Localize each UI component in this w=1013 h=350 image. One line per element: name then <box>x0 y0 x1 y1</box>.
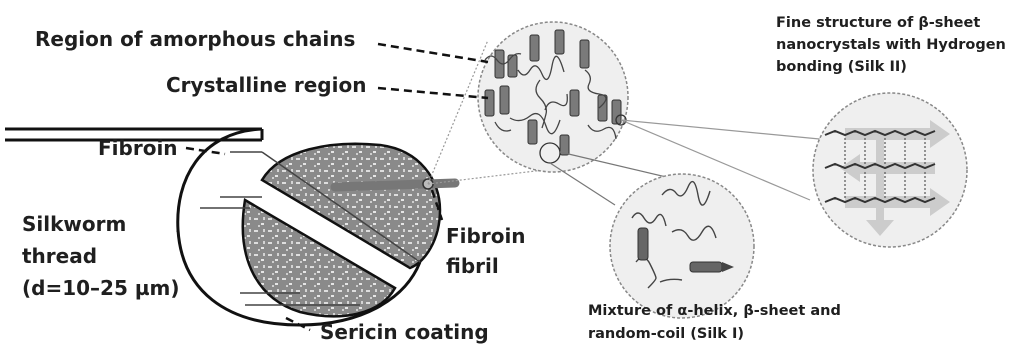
label-fibroin-fibril-line-1: Fibroin <box>446 221 526 251</box>
label-fine-structure: Fine structure of β-sheet nanocrystals w… <box>776 12 1006 78</box>
zoom-circle-main <box>428 22 628 184</box>
label-silkworm-thread-line-1: Silkworm <box>22 208 180 240</box>
label-fine-structure-line-1: Fine structure of β-sheet <box>776 12 1006 34</box>
label-fine-structure-line-3: bonding (Silk II) <box>776 56 1006 78</box>
label-silk-i-mixture: Mixture of α-helix, β-sheet and random-c… <box>588 300 841 346</box>
label-fine-structure-line-2: nanocrystals with Hydrogen <box>776 34 1006 56</box>
label-amorphous-region: Region of amorphous chains <box>35 27 355 52</box>
label-silkworm-thread: Silkworm thread (d=10–25 µm) <box>22 208 180 304</box>
label-silkworm-thread-line-2: thread <box>22 240 180 272</box>
label-silkworm-thread-line-3: (d=10–25 µm) <box>22 272 180 304</box>
zoom-circle-silk-i <box>550 152 754 318</box>
label-crystalline-region: Crystalline region <box>166 73 366 98</box>
label-silk-i-mixture-line-1: Mixture of α-helix, β-sheet and <box>588 300 841 323</box>
label-fibroin-fibril: Fibroin fibril <box>446 221 526 281</box>
label-sericin-coating: Sericin coating <box>320 320 489 345</box>
label-fibroin: Fibroin <box>98 136 178 161</box>
label-fibroin-fibril-line-2: fibril <box>446 251 526 281</box>
label-silk-i-mixture-line-2: random-coil (Silk I) <box>588 323 841 346</box>
